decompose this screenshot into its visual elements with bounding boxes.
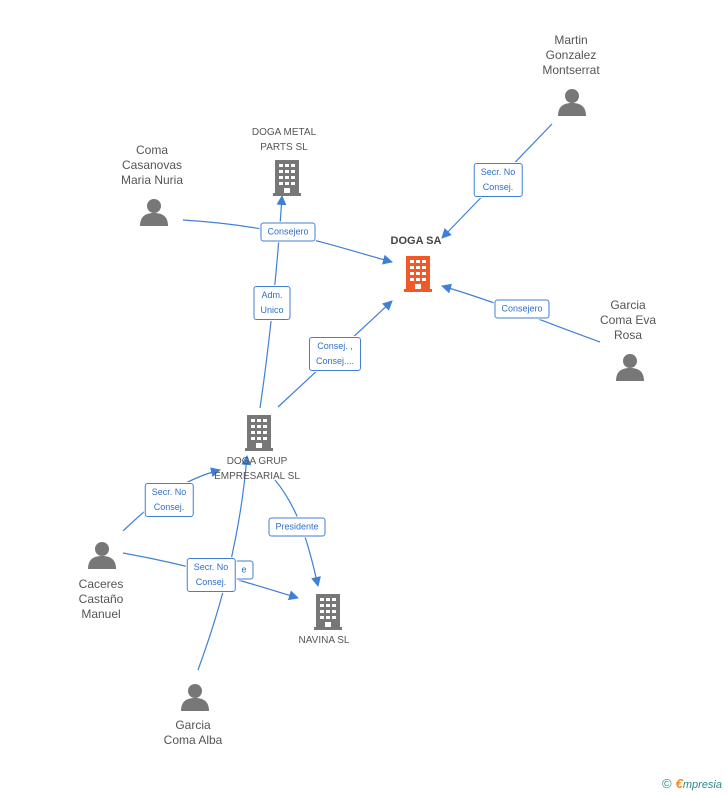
person-icon	[88, 542, 116, 569]
edge-label-coma-doga: Consejero	[260, 222, 316, 242]
node-label-navina[interactable]: NAVINA SL	[298, 635, 350, 646]
brand-name: mpresia	[682, 779, 722, 791]
building-icon	[404, 256, 432, 292]
edge-label-caceres-navina: e	[234, 560, 254, 580]
node-label-coma-maria[interactable]: Coma Casanovas Maria Nuria	[120, 143, 184, 187]
brand-mark: €	[675, 776, 683, 791]
brand-logo: © €mpresia	[662, 776, 722, 791]
building-icon	[314, 594, 342, 630]
edge-label-grup-navina: Presidente	[268, 517, 326, 537]
building-icon	[273, 160, 301, 196]
building-icon	[245, 415, 273, 451]
node-label-martin[interactable]: Martin Gonzalez Montserrat	[542, 33, 600, 77]
person-icon	[616, 354, 644, 381]
edge-label-grup-doga: Consej. , Consej....	[308, 337, 362, 371]
edge-label-alba-grup: Secr. No Consej.	[186, 558, 236, 592]
person-icon	[558, 89, 586, 116]
copyright-symbol: ©	[662, 776, 672, 791]
person-icon	[140, 199, 168, 226]
edge-label-caceres-grup: Secr. No Consej.	[144, 483, 194, 517]
node-label-doga-metal[interactable]: DOGA METAL PARTS SL	[251, 127, 317, 153]
node-label-garcia-alba[interactable]: Garcia Coma Alba	[163, 718, 223, 747]
node-label-caceres[interactable]: Caceres Castaño Manuel	[78, 577, 124, 621]
node-label-garcia-eva[interactable]: Garcia Coma Eva Rosa	[599, 298, 657, 342]
edge-label-eva-doga: Consejero	[494, 299, 550, 319]
node-label-doga-grup[interactable]: DOGA GRUP EMPRESARIAL SL	[214, 456, 300, 482]
node-label-doga-sa[interactable]: DOGA SA	[390, 235, 442, 247]
edge-label-martin-doga: Secr. No Consej.	[473, 163, 523, 197]
edge-label-grup-metal: Adm. Unico	[253, 286, 291, 320]
person-icon	[181, 684, 209, 711]
